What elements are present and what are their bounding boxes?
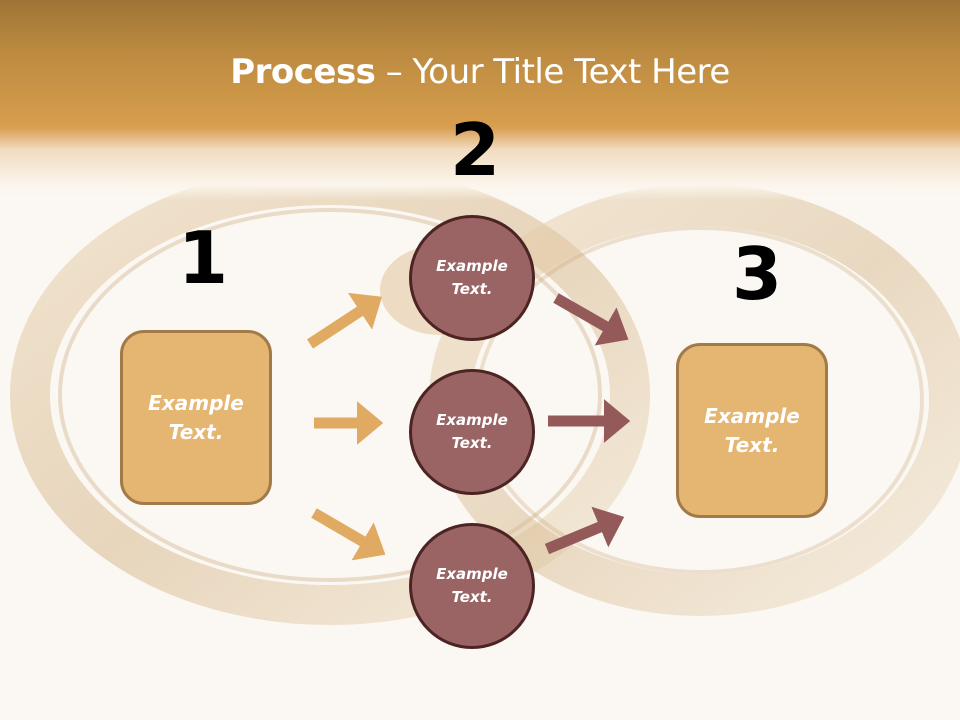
title-rest: – Your Title Text Here	[375, 52, 731, 92]
header-band	[0, 0, 960, 200]
arrow-right-down-icon	[311, 508, 386, 561]
arrow-right-down-icon	[553, 293, 629, 346]
slide-title: Process – Your Title Text Here	[0, 52, 960, 92]
title-bold: Process	[230, 52, 376, 92]
arrow-right-up-icon	[306, 292, 383, 349]
step-2-number: 2	[450, 108, 501, 192]
arrow-right-up-icon	[544, 506, 625, 555]
step-1-number: 1	[178, 216, 229, 300]
step-3-number: 3	[732, 232, 783, 316]
